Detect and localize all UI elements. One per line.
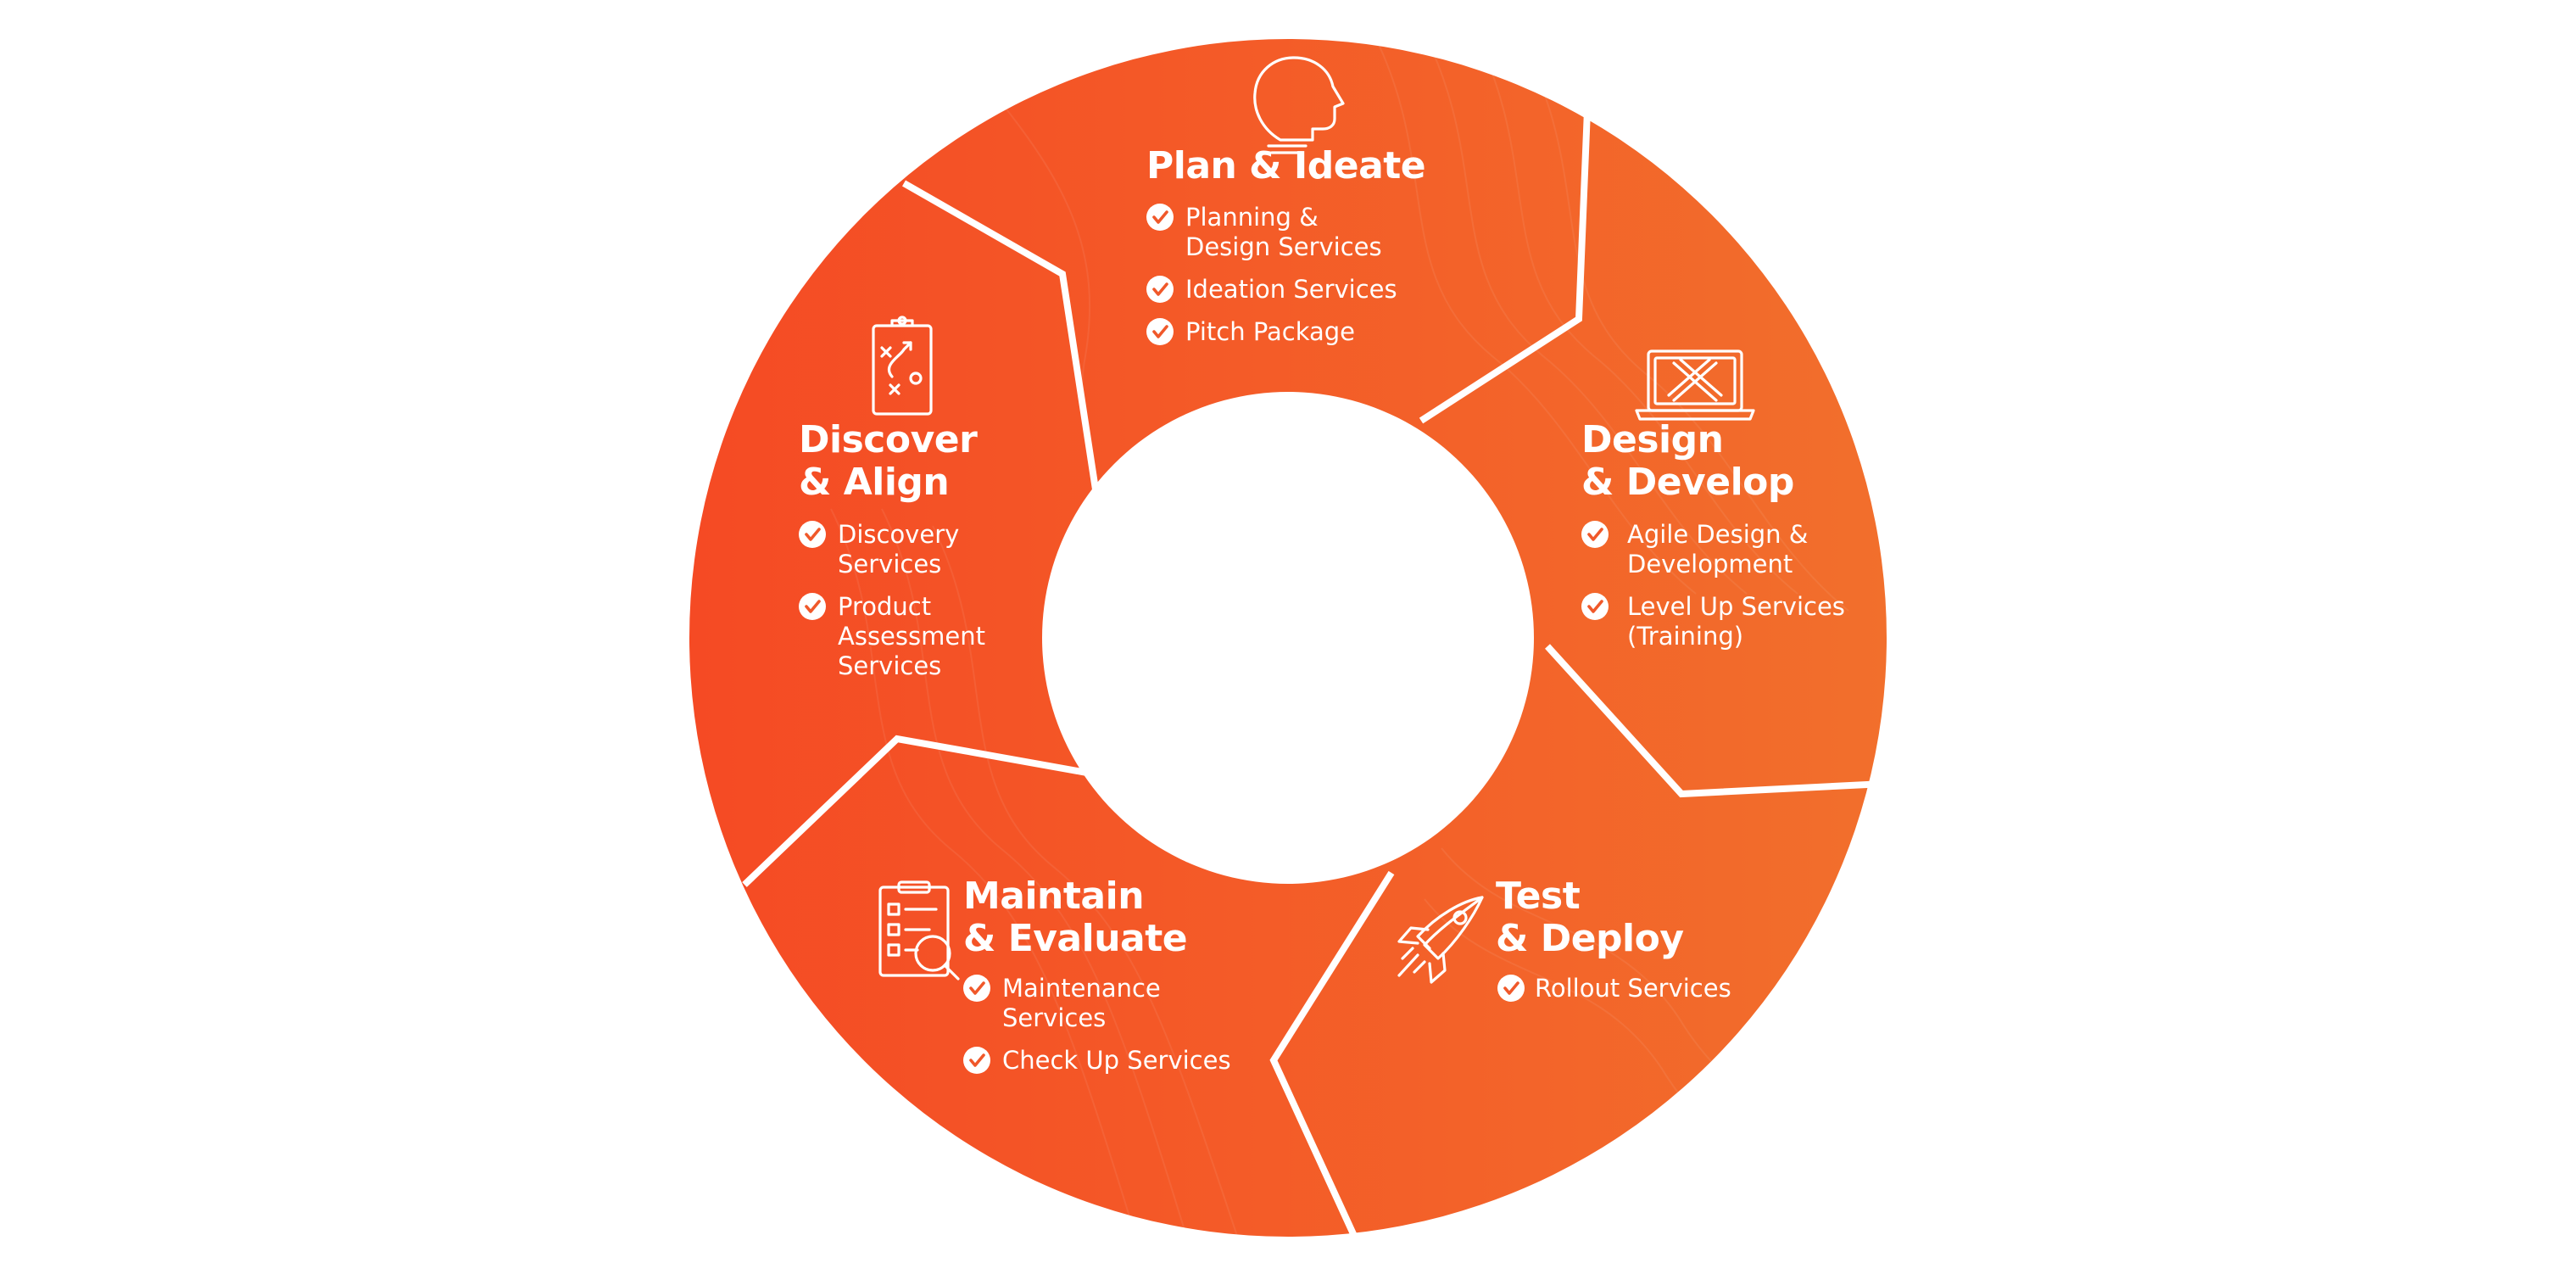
- check-mark-icon: [1587, 600, 1603, 613]
- check-mark-icon: [969, 1053, 985, 1067]
- service-item-label: Agile Design &Development: [1627, 520, 1808, 578]
- service-item-line: Services: [838, 550, 941, 578]
- service-item: Agile Design &Development: [1581, 520, 1808, 578]
- service-item-line: Product: [838, 592, 931, 621]
- ring-background: [689, 39, 1887, 1237]
- divider-design-test: [1545, 644, 1885, 798]
- service-item-line: Pitch Package: [1185, 317, 1355, 346]
- segment-title: Test& Deploy: [1496, 874, 1684, 960]
- service-item-label: Level Up Services(Training): [1627, 592, 1845, 651]
- check-circle-icon: [1581, 593, 1609, 620]
- service-item-label: Pitch Package: [1185, 317, 1355, 346]
- segment-title-line: & Deploy: [1496, 917, 1684, 960]
- service-item-line: Ideation Services: [1185, 275, 1397, 304]
- service-item-line: Rollout Services: [1535, 974, 1731, 1003]
- service-item-line: Services: [1002, 1003, 1106, 1032]
- segment-title: Plan & Ideate: [1146, 144, 1425, 187]
- service-item: Rollout Services: [1497, 974, 1731, 1003]
- service-item-line: Level Up Services: [1627, 592, 1845, 621]
- divider-maintain-discover: [742, 735, 1088, 887]
- service-item: Level Up Services(Training): [1581, 592, 1845, 651]
- service-item-label: Ideation Services: [1185, 275, 1397, 304]
- segment-title-line: & Evaluate: [963, 917, 1187, 960]
- checklist-magnifier-icon: [878, 880, 960, 981]
- lightbulb-head-icon: [1253, 56, 1345, 154]
- segment-title-line: & Align: [799, 461, 949, 504]
- service-item-label: Planning &Design Services: [1185, 203, 1382, 261]
- service-item-line: Development: [1627, 550, 1793, 578]
- check-mark-icon: [969, 981, 985, 995]
- segment-title-line: Discover: [799, 418, 978, 461]
- service-item-line: (Training): [1627, 622, 1743, 651]
- check-mark-icon: [1152, 282, 1168, 296]
- check-mark-icon: [805, 528, 821, 541]
- service-item-line: Design Services: [1185, 232, 1382, 261]
- service-item-line: Services: [838, 651, 941, 680]
- laptop-design-tools-icon: [1635, 349, 1755, 421]
- service-item: Pitch Package: [1146, 317, 1355, 346]
- check-mark-icon: [1152, 325, 1168, 338]
- divider-test-maintain: [1269, 870, 1395, 1249]
- segment-title-line: Maintain: [963, 874, 1144, 918]
- service-item-line: Planning &: [1185, 203, 1319, 232]
- segment-title-line: Design: [1581, 418, 1723, 461]
- service-item-label: Check Up Services: [1002, 1046, 1231, 1075]
- rocket-icon: [1397, 896, 1484, 984]
- check-circle-icon: [1497, 975, 1525, 1002]
- check-mark-icon: [1152, 210, 1168, 224]
- service-item-line: Maintenance: [1002, 974, 1161, 1003]
- segment-title: Discover& Align: [799, 418, 978, 504]
- segment-dividers: [742, 109, 1885, 1249]
- check-circle-icon: [1146, 276, 1174, 303]
- service-item: Planning &Design Services: [1146, 203, 1382, 261]
- segment-title: Design& Develop: [1581, 418, 1794, 504]
- check-circle-icon: [1146, 204, 1174, 231]
- segment-title: Maintain& Evaluate: [963, 874, 1187, 960]
- service-item-label: Rollout Services: [1535, 974, 1731, 1003]
- segment-title-line: & Develop: [1581, 461, 1794, 504]
- check-circle-icon: [963, 975, 990, 1002]
- segment-title-line: Test: [1496, 874, 1581, 918]
- clipboard-strategy-icon: [872, 316, 933, 416]
- check-mark-icon: [1503, 981, 1519, 995]
- check-circle-icon: [799, 521, 826, 548]
- check-mark-icon: [805, 600, 821, 613]
- check-circle-icon: [1581, 521, 1609, 548]
- service-item-line: Discovery: [838, 520, 959, 549]
- check-circle-icon: [963, 1047, 990, 1074]
- segment-title-line: Plan & Ideate: [1146, 144, 1425, 187]
- service-item-line: Check Up Services: [1002, 1046, 1231, 1075]
- check-circle-icon: [799, 593, 826, 620]
- service-item-line: Agile Design &: [1627, 520, 1808, 549]
- divider-plan-design: [1419, 109, 1591, 424]
- service-item: Ideation Services: [1146, 275, 1397, 304]
- divider-discover-plan: [902, 180, 1099, 490]
- service-item-line: Assessment: [838, 622, 985, 651]
- check-mark-icon: [1587, 528, 1603, 541]
- service-item: Check Up Services: [963, 1046, 1231, 1075]
- check-circle-icon: [1146, 318, 1174, 345]
